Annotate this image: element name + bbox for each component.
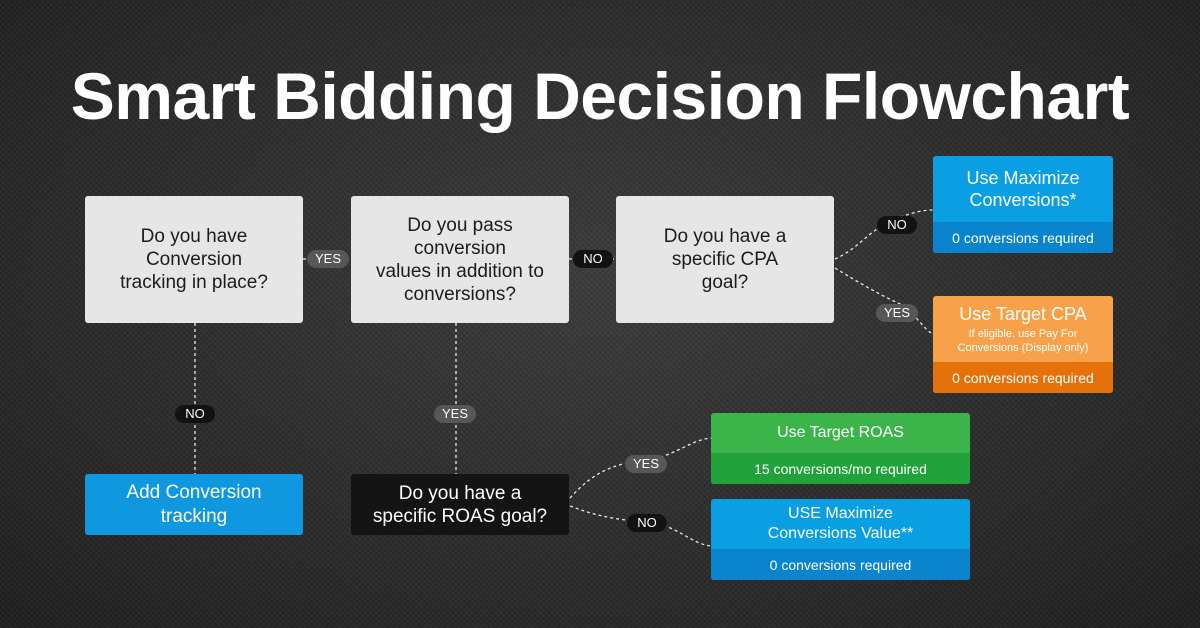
connector-roas-to-target-roas [569,437,712,499]
target-cpa-label: Use Target CPA [959,304,1087,324]
label-no-q1-to-add-tracking: NO [175,405,215,423]
page-title: Smart Bidding Decision Flowchart [70,59,1130,133]
label-no-cpa-to-maximize: NO [877,216,917,234]
outcome-maximize-conversions-value: USE Maximize Conversions Value** 0 conve… [711,499,970,580]
connector-cpa-to-target-cpa [834,267,934,335]
outcome-target-roas: Use Target ROAS 15 conversions/mo requir… [711,413,970,484]
maximize-conversions-value-label: USE Maximize Conversions Value** [767,505,914,542]
connector-roas-to-maximize-value [569,505,712,547]
label-yes-roas-to-target-roas: YES [625,455,667,473]
target-cpa-note: If eligible. use Pay For Conversions (Di… [957,328,1089,354]
label-no-roas-to-maximize-value: NO [627,514,667,532]
outcome-add-conversion-tracking: Add Conversion tracking [85,474,303,535]
label-yes-q1-to-q2: YES [307,250,349,268]
outcome-target-cpa: Use Target CPA If eligible. use Pay For … [933,296,1113,393]
maximize-conversions-requirement: 0 conversions required [933,222,1113,253]
question-roas-goal: Do you have a specific ROAS goal? [351,474,569,535]
label-no-q2-to-q3: NO [573,250,613,268]
maximize-conversions-value-requirement: 0 conversions required [711,549,970,580]
outcome-maximize-conversions: Use Maximize Conversions* 0 conversions … [933,156,1113,253]
label-yes-cpa-to-target-cpa: YES [876,304,918,322]
question-cpa-goal: Do you have a specific CPA goal? [616,196,834,323]
question-conversion-values: Do you pass conversion values in additio… [351,196,569,323]
label-yes-q2-to-roas: YES [434,405,476,423]
maximize-conversions-label: Use Maximize Conversions* [966,168,1080,210]
target-cpa-requirement: 0 conversions required [933,362,1113,393]
target-roas-requirement: 15 conversions/mo required [711,453,970,484]
connector-cpa-to-maximize-conversions [834,209,934,260]
question-conversion-tracking: Do you have Conversion tracking in place… [85,196,303,323]
target-roas-label: Use Target ROAS [777,424,904,441]
